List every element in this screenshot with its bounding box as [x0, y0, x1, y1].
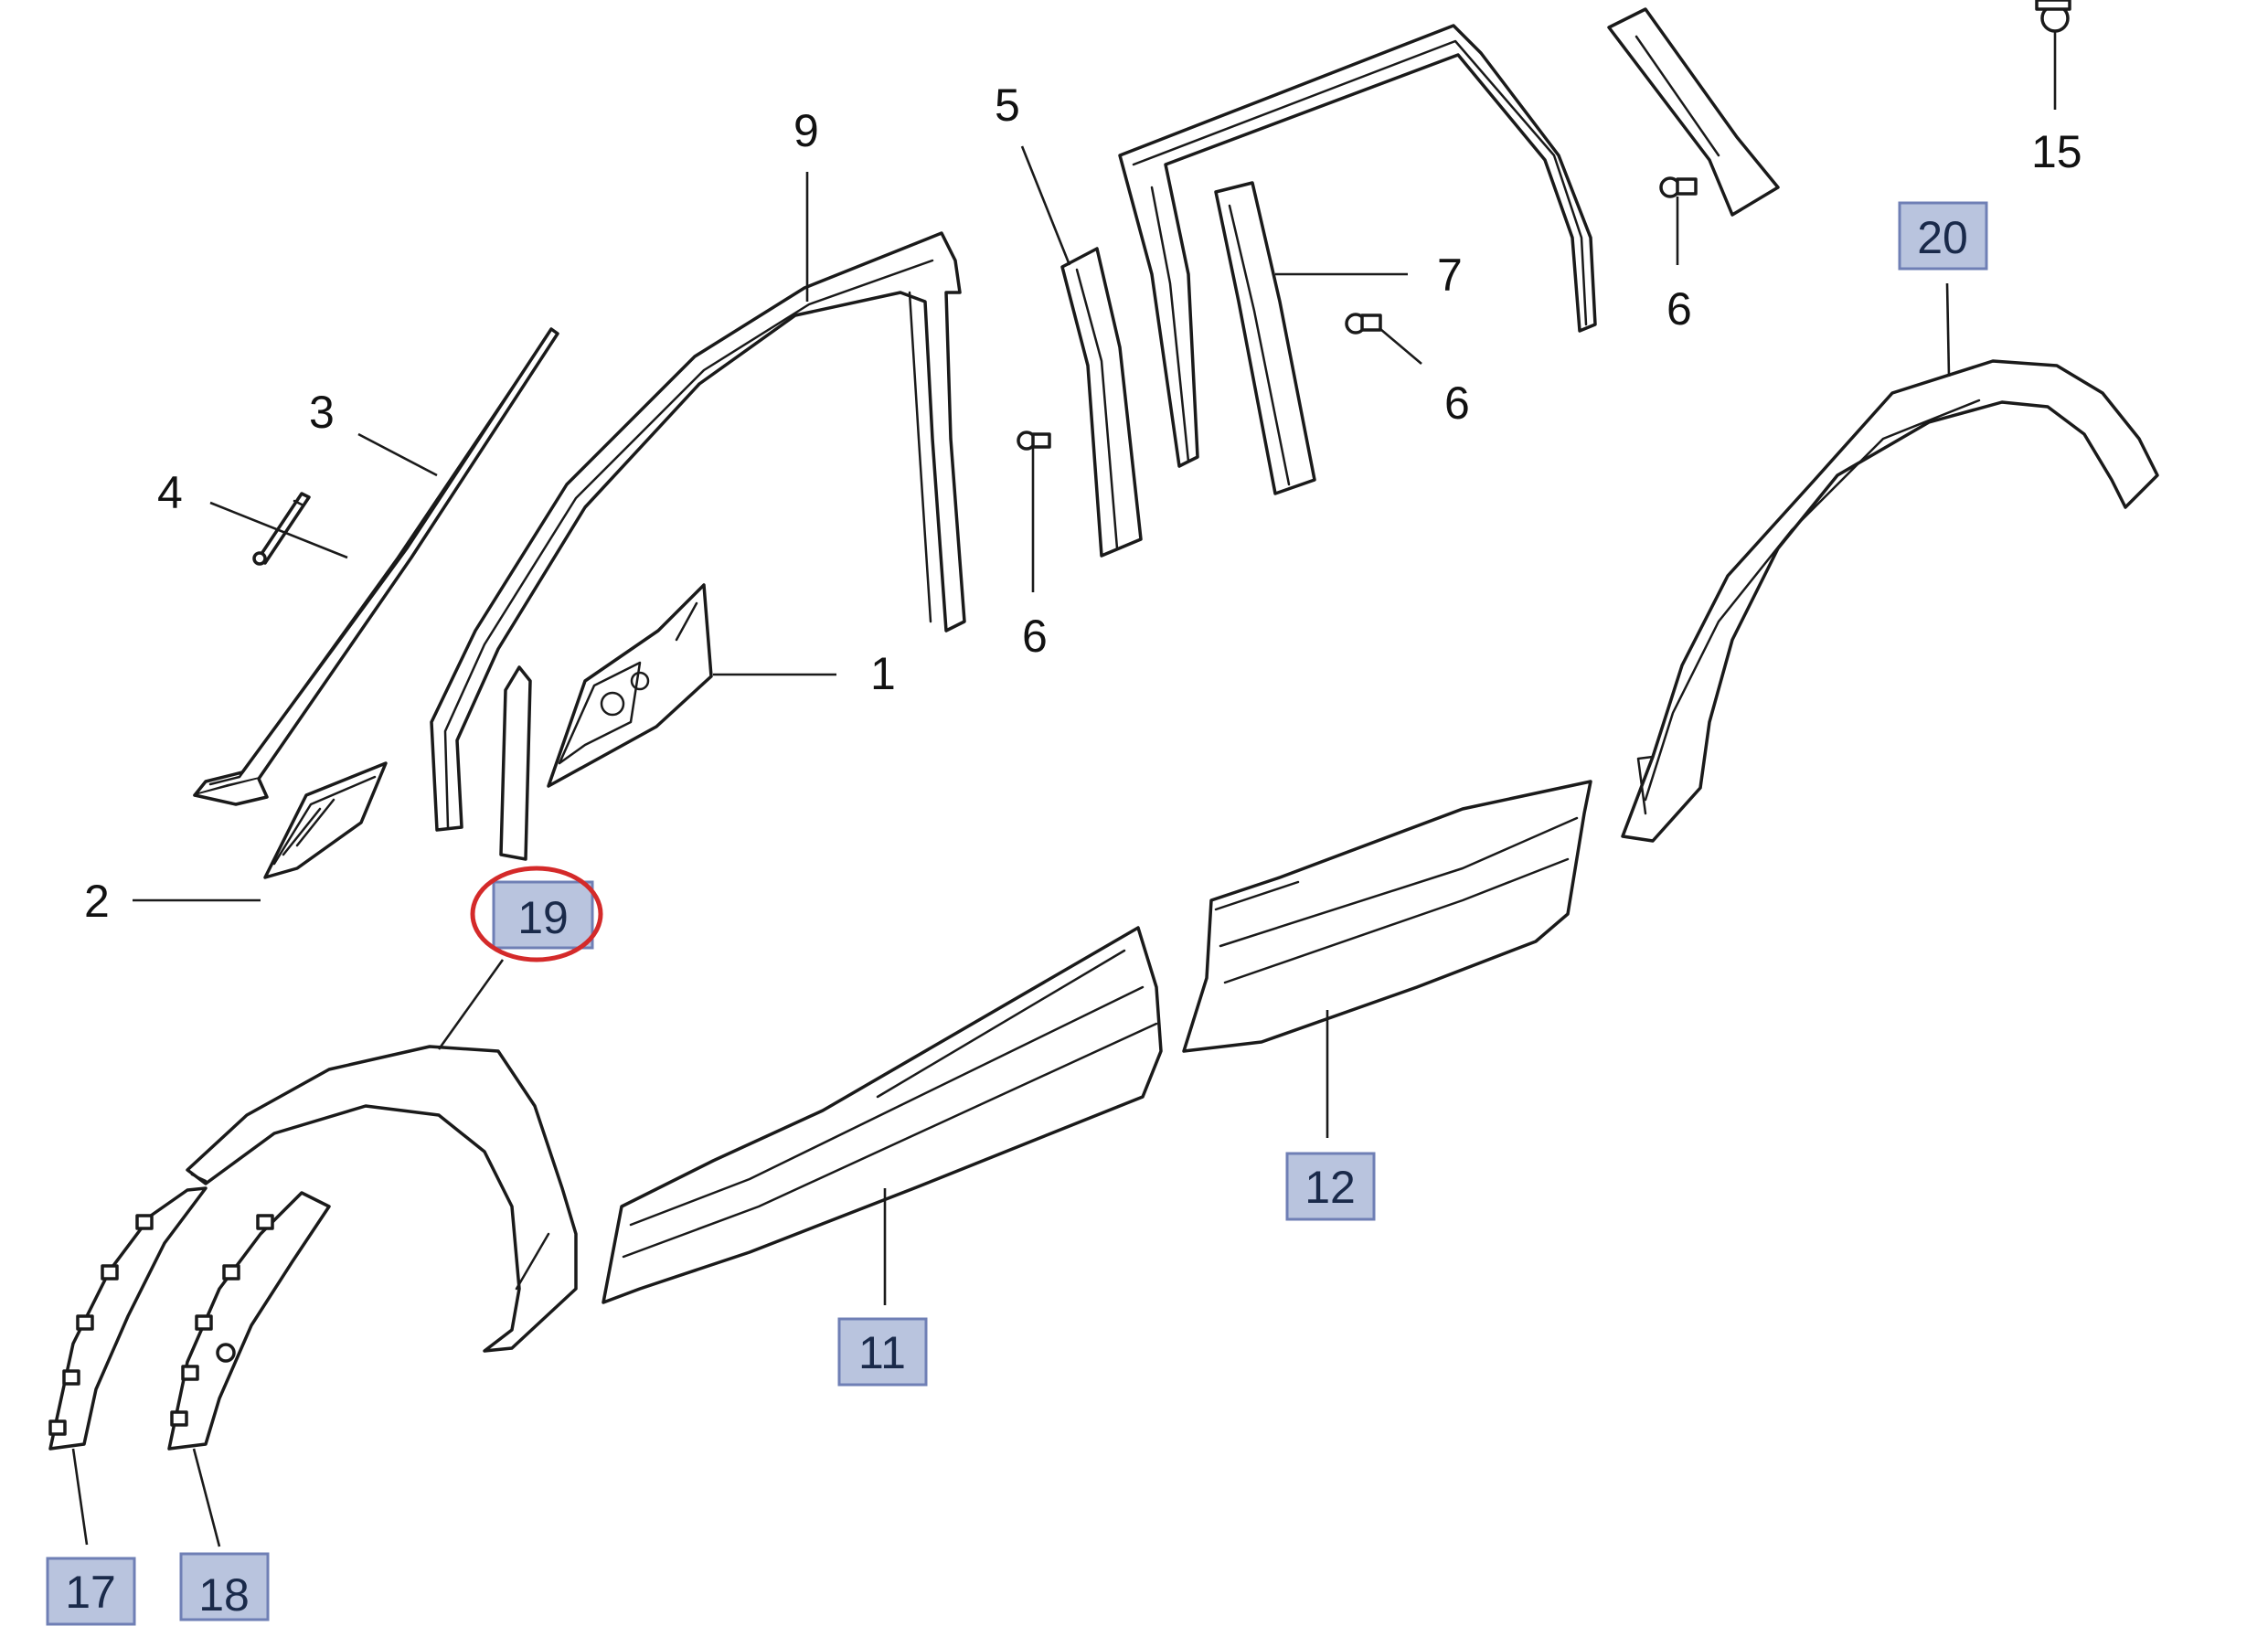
- leader-5: [1020, 145, 1071, 266]
- part-18-arch-strip: [167, 1191, 331, 1451]
- callout-1: 1: [870, 648, 896, 699]
- part-12-rear-door-moulding: [1182, 780, 1592, 1053]
- part-3-pillar-moulding: [193, 327, 559, 806]
- part-7-window-channel: [1214, 181, 1316, 495]
- part-rear-door-frame: [1118, 24, 1597, 468]
- leader-4: [209, 501, 348, 559]
- callout-12: 12: [1304, 1162, 1356, 1213]
- callout-6c: 6: [1666, 283, 1692, 335]
- callout-box-18[interactable]: 18: [179, 1552, 270, 1621]
- callout-11: 11: [858, 1327, 906, 1378]
- part-upper-pillar-trim: [1607, 7, 1780, 217]
- callout-5: 5: [995, 80, 1020, 131]
- callout-box-11[interactable]: 11: [837, 1317, 928, 1387]
- part-1-corner-bracket: [547, 583, 713, 788]
- callout-15: 15: [2031, 126, 2082, 177]
- callout-2: 2: [84, 876, 110, 927]
- leader-20: [1945, 282, 1951, 377]
- callout-6b: 6: [1444, 377, 1470, 429]
- part-4-clip: [252, 492, 311, 566]
- callout-7: 7: [1437, 250, 1463, 301]
- callout-18: 18: [198, 1569, 250, 1621]
- part-9-door-frame-moulding: [430, 231, 966, 861]
- callout-box-17[interactable]: 17: [46, 1557, 136, 1626]
- callout-20: 20: [1917, 212, 1968, 263]
- leader-lines: [71, 31, 2057, 1547]
- callout-4: 4: [157, 467, 183, 518]
- part-20-rear-wheel-arch: [1621, 359, 2159, 843]
- callout-3: 3: [309, 387, 335, 438]
- leader-6b: [1379, 328, 1422, 365]
- fastener-6-a: [1017, 431, 1051, 451]
- part-2-trim-panel: [263, 761, 388, 879]
- callout-19: 19: [517, 892, 569, 943]
- fastener-6-b: [1345, 313, 1382, 335]
- callout-box-19[interactable]: 19: [492, 880, 594, 950]
- part-17-arch-strip: [48, 1186, 208, 1451]
- part-5-b-pillar-applique: [1060, 247, 1143, 558]
- callout-6a: 6: [1022, 611, 1048, 662]
- leader-17: [71, 1448, 89, 1546]
- callout-box-20[interactable]: 20: [1898, 201, 1988, 271]
- leader-3: [357, 432, 438, 477]
- callout-17: 17: [65, 1567, 116, 1618]
- fastener-6-c: [1659, 176, 1698, 198]
- fastener-15: [2035, 0, 2071, 33]
- leader-18: [192, 1448, 221, 1547]
- callout-box-12[interactable]: 12: [1285, 1152, 1376, 1221]
- leader-19: [437, 959, 505, 1050]
- part-11-front-door-moulding: [602, 926, 1163, 1304]
- callout-9: 9: [793, 105, 819, 156]
- highlight-circle-19: [470, 866, 603, 962]
